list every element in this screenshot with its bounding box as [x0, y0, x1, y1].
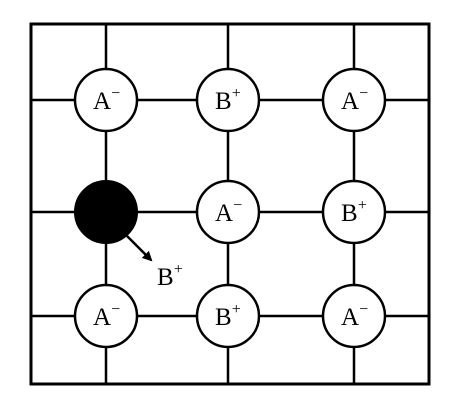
- ion-charge: +: [232, 301, 241, 318]
- ion-symbol: A: [93, 88, 111, 115]
- ion-label: A−: [341, 85, 368, 115]
- lattice-frame: [29, 22, 431, 386]
- ion-label: A−: [93, 301, 120, 331]
- ion-circle: [73, 283, 139, 349]
- ion-b-6: B+: [195, 283, 261, 349]
- ion-circle: [195, 67, 261, 133]
- ion-symbol: A: [215, 200, 233, 227]
- ion-charge: +: [358, 197, 367, 214]
- ion-circle: [321, 283, 387, 349]
- ion-symbol: B: [341, 200, 358, 227]
- ion-b-1: B+: [195, 67, 261, 133]
- ion-a-2: A−: [321, 67, 387, 133]
- ion-symbol: B: [215, 304, 232, 331]
- ion-a-7: A−: [321, 283, 387, 349]
- ion-circle: [73, 67, 139, 133]
- migrating-ion-label: B+: [157, 261, 183, 291]
- ion-label: A−: [215, 197, 242, 227]
- ions-layer: A−B+A−A−B+A−B+A−: [73, 67, 387, 349]
- ion-label: B+: [215, 85, 241, 115]
- vacancy-site: [74, 180, 138, 244]
- ion-a-5: A−: [73, 283, 139, 349]
- ion-circle: [195, 283, 261, 349]
- ion-label: B+: [215, 301, 241, 331]
- ion-charge: −: [233, 197, 242, 214]
- ion-charge: +: [232, 85, 241, 102]
- ion-circle: [321, 67, 387, 133]
- ion-symbol: A: [341, 88, 359, 115]
- ion-charge: −: [359, 85, 368, 102]
- ion-label: B+: [341, 197, 367, 227]
- ion-symbol: B: [215, 88, 232, 115]
- ion-charge: −: [111, 301, 120, 318]
- migrating-ion-symbol: B: [157, 264, 174, 291]
- ion-charge: −: [359, 301, 368, 318]
- ion-charge: −: [111, 85, 120, 102]
- ion-a-3: A−: [195, 179, 261, 245]
- ion-label: A−: [93, 85, 120, 115]
- ion-circle: [321, 179, 387, 245]
- ion-b-4: B+: [321, 179, 387, 245]
- migration-arrow: [126, 235, 153, 262]
- ion-symbol: A: [93, 304, 111, 331]
- ion-a-0: A−: [73, 67, 139, 133]
- ion-circle: [195, 179, 261, 245]
- migrating-ion-charge: +: [174, 261, 183, 278]
- ion-label: A−: [341, 301, 368, 331]
- ion-symbol: A: [341, 304, 359, 331]
